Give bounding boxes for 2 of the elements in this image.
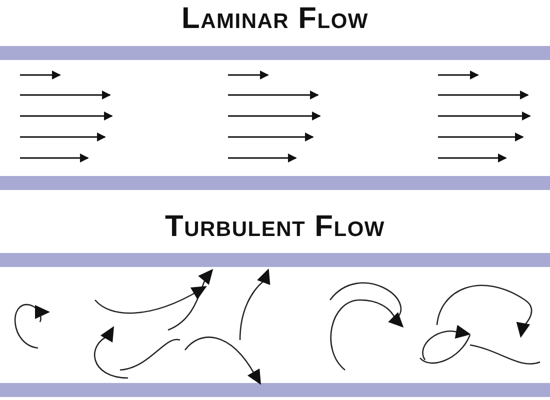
heading: Turbulent Flow [165, 212, 385, 242]
heading: Laminar Flow [182, 4, 368, 34]
